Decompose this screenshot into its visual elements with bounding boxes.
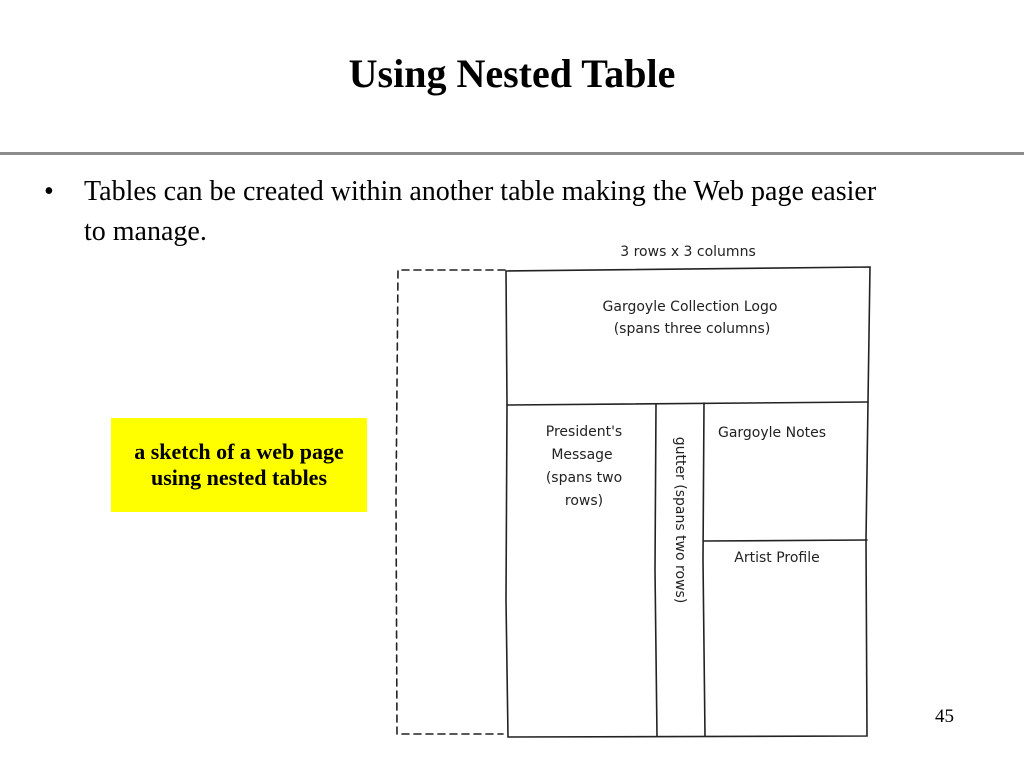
president-cell-line-3: (spans two bbox=[546, 470, 622, 486]
president-cell-line-4: rows) bbox=[565, 493, 603, 509]
gutter-right-border bbox=[702, 402, 706, 737]
inner-table-outline bbox=[505, 266, 871, 738]
president-cell-line-2: Message bbox=[551, 447, 612, 463]
callout-text: a sketch of a web page using nested tabl… bbox=[134, 439, 344, 490]
notes-artist-divider bbox=[703, 539, 868, 542]
gutter-left-border bbox=[654, 403, 658, 737]
header-cell-line-1: Gargoyle Collection Logo bbox=[603, 299, 778, 315]
notes-cell-label: Gargoyle Notes bbox=[718, 425, 826, 441]
gutter-cell-label: gutter (spans two rows) bbox=[672, 437, 688, 604]
artist-cell-label: Artist Profile bbox=[734, 550, 819, 566]
callout-box: a sketch of a web page using nested tabl… bbox=[111, 418, 367, 512]
header-row-border bbox=[506, 401, 869, 406]
bullet-marker: • bbox=[44, 176, 54, 207]
outer-table-dashed-border bbox=[395, 269, 506, 735]
header-cell-line-2: (spans three columns) bbox=[614, 321, 771, 337]
bullet-text: Tables can be created within another tab… bbox=[84, 176, 877, 247]
president-cell-line-1: President's bbox=[546, 424, 622, 440]
title-divider bbox=[0, 152, 1024, 155]
sketch-caption: 3 rows x 3 columns bbox=[620, 244, 756, 260]
slide-title: Using Nested Table bbox=[348, 51, 676, 96]
page-number: 45 bbox=[935, 706, 954, 727]
